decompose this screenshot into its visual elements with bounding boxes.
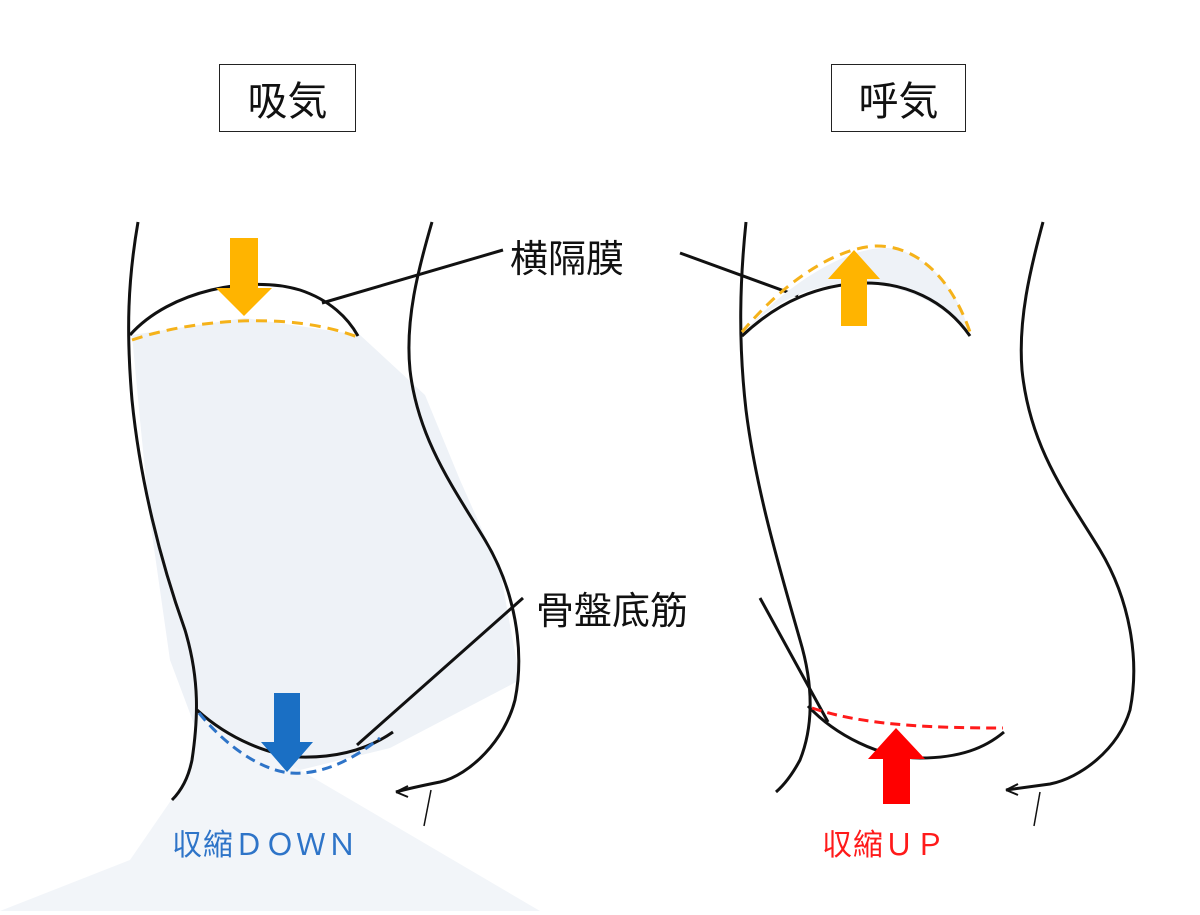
diaphragm-leader-right	[679, 251, 799, 298]
exhale-figure	[739, 221, 1136, 827]
diaphragm-label: 横隔膜	[510, 237, 625, 281]
inhale-diaphragm-arrow	[216, 238, 272, 316]
inhale-body-right-outline	[395, 221, 521, 794]
exhale-body-left-outline	[739, 221, 812, 794]
inhale-tick	[423, 789, 432, 827]
exhale-pelvic-dashed	[811, 706, 1004, 730]
inhale-body-left-outline	[127, 221, 198, 802]
inhale-lower-shading	[0, 715, 540, 911]
exhale-tail-arrow	[1005, 783, 1019, 796]
inhale-tail-arrow	[395, 785, 409, 798]
pelvic-leader-right	[758, 597, 830, 723]
exhale-body-right-outline	[1005, 221, 1136, 792]
exhale-diaphragm-shading	[742, 247, 970, 335]
inhale-pelvic-dashed	[197, 712, 381, 775]
inhale-diaphragm-dashed	[131, 319, 361, 342]
inhale-shading	[132, 318, 520, 770]
pelvic-floor-label: 骨盤底筋	[536, 589, 689, 633]
exhale-pelvic-arrow	[868, 728, 925, 804]
exhale-caption: 収縮ＵＰ	[822, 828, 946, 863]
inhale-diaphragm-solid	[128, 282, 360, 337]
exhale-title: 呼気	[831, 64, 966, 132]
exhale-tick	[1033, 791, 1041, 827]
inhale-figure	[0, 221, 540, 911]
inhale-pelvic-arrow	[261, 693, 313, 772]
inhale-title: 吸気	[219, 64, 356, 132]
pelvic-leader-left	[356, 596, 524, 747]
diaphragm-leader-left	[321, 248, 504, 305]
inhale-caption: 収縮ＤＯＷＮ	[172, 828, 358, 863]
exhale-diaphragm-arrow	[828, 250, 880, 326]
exhale-diaphragm-dashed	[740, 244, 972, 333]
